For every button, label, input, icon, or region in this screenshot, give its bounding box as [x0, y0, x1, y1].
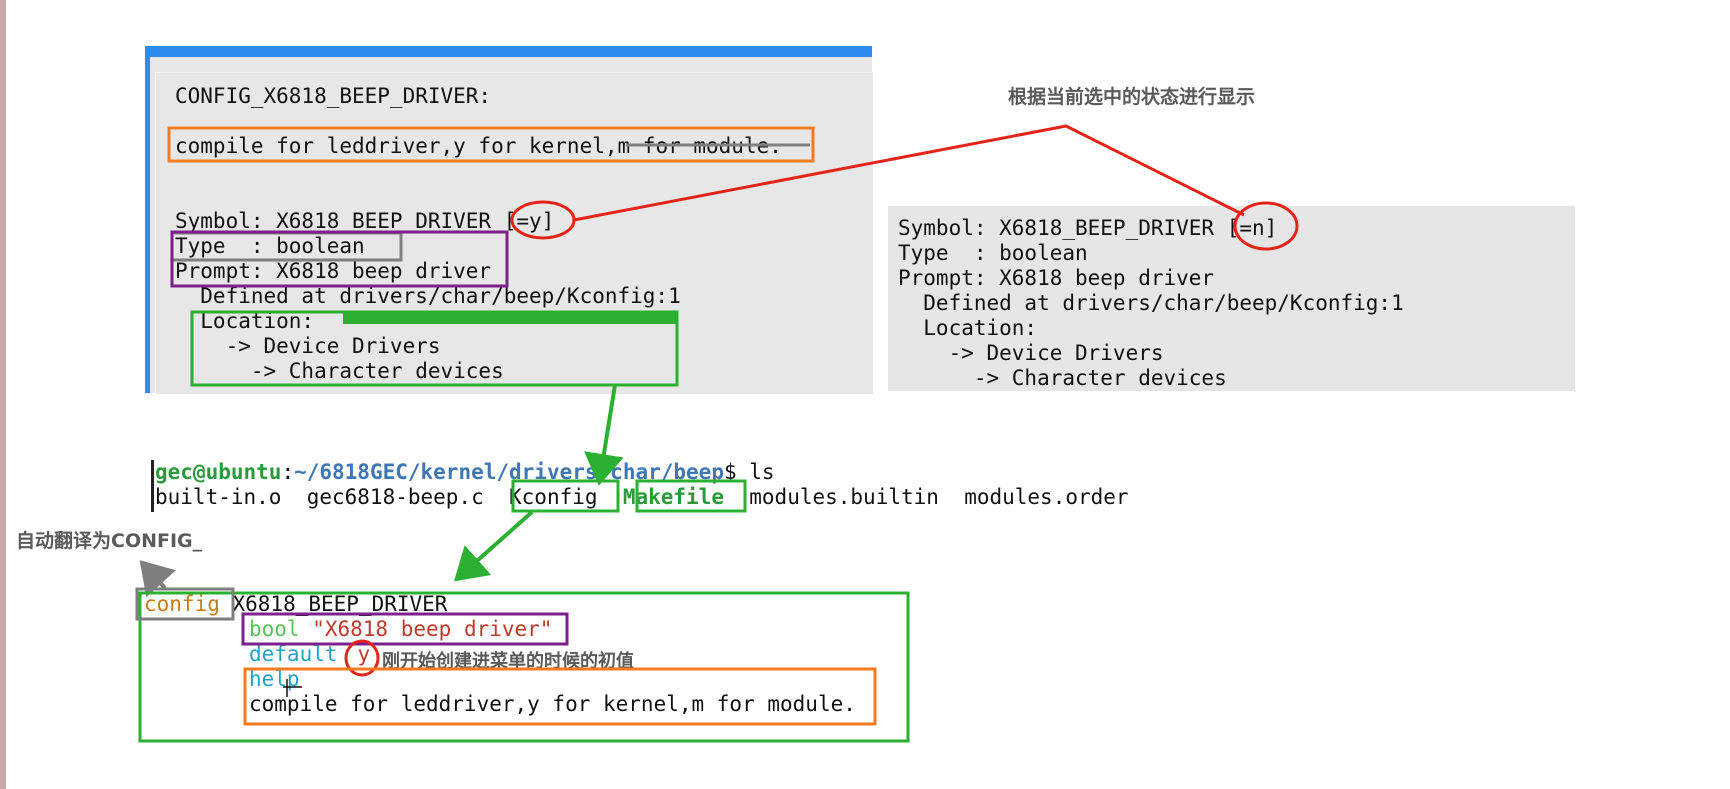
kconfig-default-line: default y	[249, 642, 370, 667]
kconfig-bool-keyword: bool	[249, 617, 300, 641]
green-arrow-kconfig	[454, 510, 534, 582]
panel1-type-prompt-box	[170, 230, 509, 288]
panel1-location-device-drivers: -> Device Drivers	[175, 334, 441, 358]
panel1-help-text: compile for leddriver,y for kernel,	[175, 134, 618, 158]
panel1-location-box	[190, 310, 679, 387]
mouse-cursor-icon	[283, 679, 302, 697]
annotation-default-note: 刚开始创建进菜单的时候的初值	[382, 651, 634, 672]
panel2-symbol-line: Symbol: X6818_BEEP_DRIVER [=n]	[898, 216, 1277, 241]
red-connector-line	[573, 124, 1245, 222]
terminal-makefile-box	[635, 479, 747, 513]
terminal-kconfig-box	[511, 479, 620, 513]
panel1-symbol-line: Symbol: X6818_BEEP_DRIVER [=y]	[175, 209, 554, 234]
terminal-file-makefile: Makefile	[622, 485, 724, 509]
window-left-edge	[0, 0, 6, 789]
terminal-command: $ ls	[723, 460, 775, 484]
panel1-config-header: CONFIG_X6818_BEEP_DRIVER:	[175, 84, 492, 108]
terminal-output-line: built-in.o gec6818-beep.c Kconfig Makefi…	[155, 485, 1129, 510]
panel2-location-device-drivers: -> Device Drivers	[898, 341, 1164, 365]
panel2-help-window	[888, 206, 1575, 391]
kconfig-default-circle	[344, 639, 380, 677]
panel2-location-line: Location:	[898, 316, 1038, 340]
terminal-files-b: modules.builtin modules.order	[723, 485, 1129, 509]
panel1-location-bar	[343, 313, 676, 324]
terminal-file-kconfig: Kconfig	[509, 485, 598, 509]
panel1-prompt-line: Prompt: X6818 beep driver	[175, 259, 492, 283]
panel2-value-circle	[1233, 201, 1299, 251]
panel2-prompt-line: Prompt: X6818 beep driver	[898, 266, 1215, 290]
kconfig-symbol: X6818_BEEP_DRIVER	[219, 592, 448, 616]
annotation-left: 自动翻译为CONFIG_	[16, 530, 203, 552]
panel2-type-line: Type : boolean	[898, 241, 1088, 265]
kconfig-default-keyword: default	[249, 642, 338, 666]
panel1-location-character-devices: -> Character devices	[175, 359, 504, 383]
panel1-type-box	[170, 231, 403, 262]
panel2-defined-line: Defined at drivers/char/beep/Kconfig:1	[898, 291, 1404, 315]
panel1-type-line: Type : boolean	[175, 234, 365, 258]
panel1-value-circle	[510, 200, 576, 240]
kconfig-help-box	[243, 667, 877, 726]
kconfig-keyword-box	[135, 587, 235, 621]
panel1-title-bar	[145, 46, 872, 57]
gray-arrow-config	[139, 560, 176, 598]
panel1-side-border	[145, 57, 150, 393]
panel2-location-character-devices: -> Character devices	[898, 366, 1227, 390]
kconfig-bool-string: "X6818 beep driver"	[299, 617, 553, 641]
terminal-files-a: built-in.o gec6818-beep.c	[155, 485, 510, 509]
terminal-sep: :	[281, 460, 295, 484]
panel1-symbol-label: Symbol: X6818_BEEP_DRIVER	[175, 209, 504, 233]
kconfig-help-text: compile for leddriver,y for kernel,m for…	[249, 692, 856, 716]
kconfig-bool-line: bool "X6818 beep driver"	[249, 617, 552, 642]
panel1-help-box	[167, 126, 815, 163]
panel1-help-line: compile for leddriver,y for kernel,m for…	[175, 134, 782, 159]
panel1-defined-line: Defined at drivers/char/beep/Kconfig:1	[175, 284, 681, 308]
kconfig-block-box	[138, 591, 910, 743]
kconfig-bool-box	[241, 612, 569, 646]
panel2-symbol-label: Symbol: X6818_BEEP_DRIVER	[898, 216, 1227, 240]
terminal-cursor-bar	[151, 460, 154, 512]
terminal-user: gec@ubuntu	[155, 460, 282, 484]
kconfig-config-line: config X6818_BEEP_DRIVER	[144, 592, 447, 617]
kconfig-default-value: y	[357, 642, 371, 666]
annotation-top-right: 根据当前选中的状态进行显示	[1008, 86, 1256, 108]
green-arrow-location	[584, 384, 624, 486]
